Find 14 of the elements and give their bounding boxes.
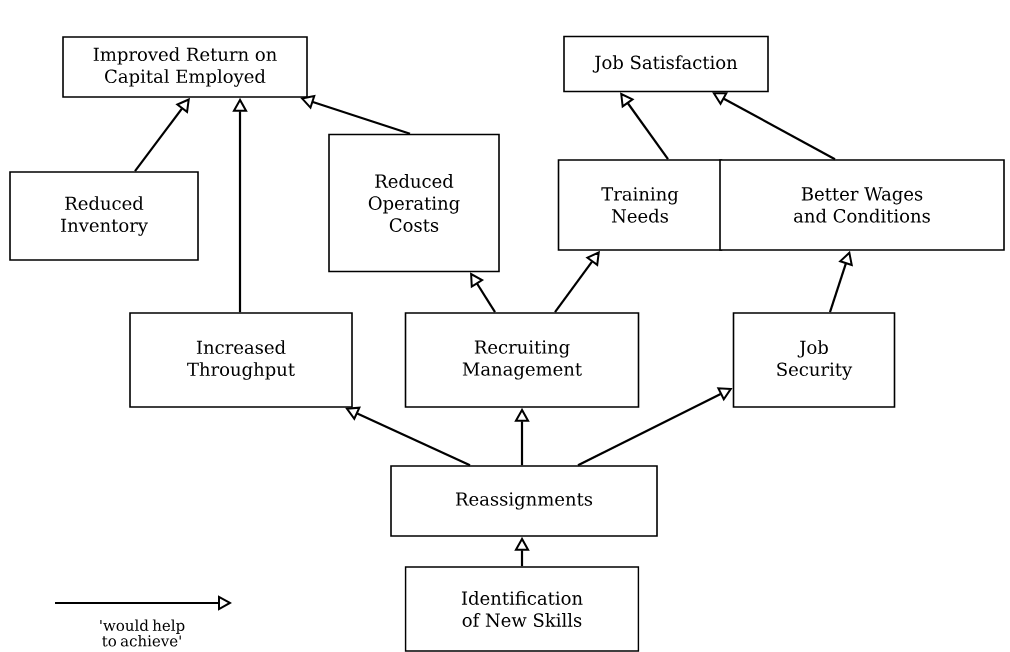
arrow [345, 406, 471, 467]
goal-box: Better Wages and Conditions [719, 159, 1005, 251]
goal-box: Improved Return on Capital Employed [62, 36, 308, 98]
goal-box: Recruiting Management [404, 312, 640, 408]
goal-box: Job Security [732, 312, 896, 408]
arrow [712, 92, 836, 161]
goal-box: Identification of New Skills [404, 566, 640, 652]
goal-box: Reduced Operating Costs [328, 133, 500, 273]
goal-box: Reduced Inventory [9, 171, 199, 261]
goal-box: Increased Throughput [129, 312, 353, 408]
goal-box: Training Needs [557, 159, 723, 251]
goal-box: Reassignments [390, 465, 658, 537]
goal-box: Job Satisfaction [563, 35, 769, 93]
legend-text: 'would help to achieve' [100, 619, 185, 647]
